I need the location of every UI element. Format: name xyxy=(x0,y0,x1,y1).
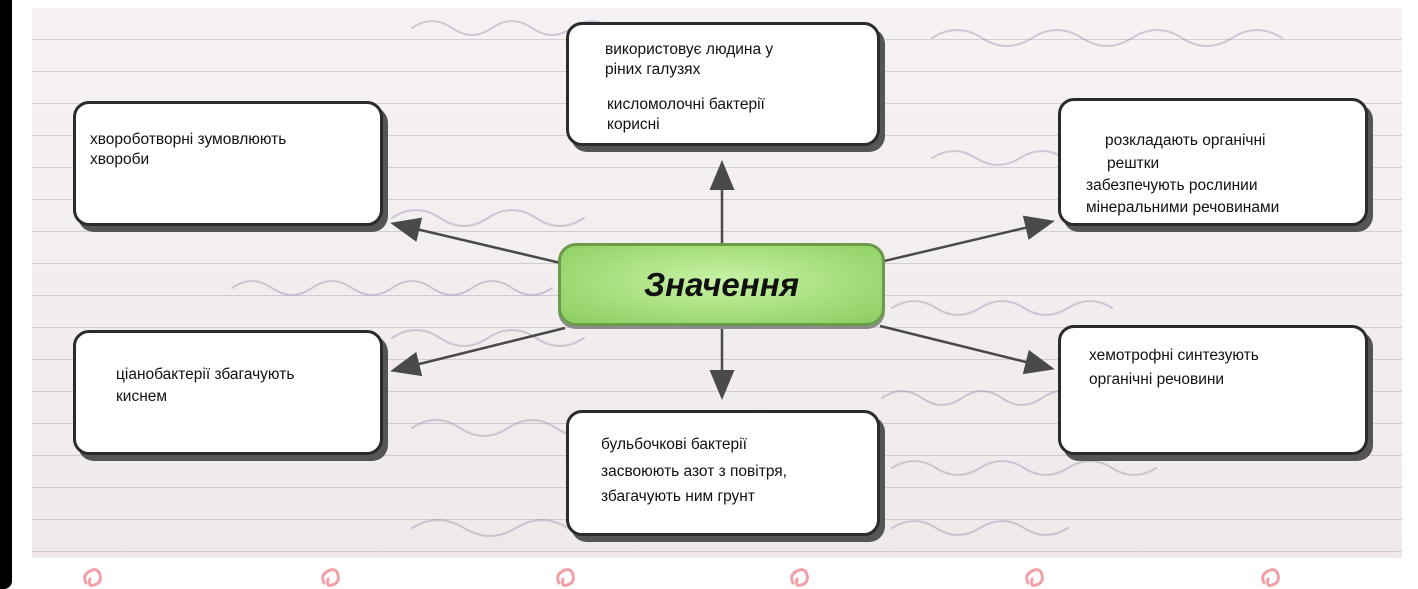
node-top-line1: використовує людина у xyxy=(605,41,774,58)
node-bottom: бульбочкові бактерії засвоюють азот з по… xyxy=(566,410,880,536)
frame-edge xyxy=(0,0,12,589)
watermark-icon xyxy=(1261,568,1280,587)
arrow-to-bottom-right xyxy=(879,324,1055,375)
node-top-line2: ріних галузях xyxy=(605,61,701,78)
node-top-right-line1: розкладають органічні xyxy=(1105,132,1266,149)
watermark-icon xyxy=(1025,568,1044,587)
node-bottom-line1: бульбочкові бактерії xyxy=(601,436,747,453)
arrow-to-bottom-left xyxy=(390,326,566,377)
node-top-line4: корисні xyxy=(607,116,660,133)
center-node: Значення xyxy=(558,243,885,326)
arrow-to-top-right xyxy=(879,215,1055,264)
watermark-icon xyxy=(790,568,809,587)
watermark-icon xyxy=(321,568,340,587)
node-top-right: розкладають органічні рештки забезпечуют… xyxy=(1058,98,1368,226)
arrow-to-top-left xyxy=(390,217,566,266)
node-bottom-right: хемотрофні синтезують органічні речовини xyxy=(1058,325,1368,455)
node-top-left-line2: хвороби xyxy=(90,151,150,168)
center-node-label: Значення xyxy=(643,266,800,303)
node-top-left-line1: хвороботворні зумовлюють xyxy=(90,131,287,148)
watermark-icon xyxy=(556,568,575,587)
node-top-left: хвороботворні зумовлюють хвороби xyxy=(73,101,383,226)
node-top: використовує людина у ріних галузях кисл… xyxy=(566,22,880,146)
node-top-right-line2: рештки xyxy=(1107,155,1160,172)
node-bottom-left-line2: киснем xyxy=(116,388,168,405)
node-bottom-left-line1: ціанобактерії збагачують xyxy=(116,366,295,383)
node-bottom-right-line2: органічні речовини xyxy=(1089,371,1225,388)
node-top-line3: кисломолочні бактерії xyxy=(607,96,765,113)
node-top-right-line3: забезпечують рослинии xyxy=(1086,177,1258,194)
node-bottom-left: ціанобактерії збагачують киснем xyxy=(73,330,383,455)
node-top-right-line4: мінеральними речовинами xyxy=(1086,199,1280,216)
node-bottom-line3: збагачують ним грунт xyxy=(601,488,755,505)
watermark-icon xyxy=(83,568,102,587)
node-bottom-right-line1: хемотрофні синтезують xyxy=(1089,347,1259,364)
node-bottom-line2: засвоюють азот з повітря, xyxy=(601,463,787,480)
